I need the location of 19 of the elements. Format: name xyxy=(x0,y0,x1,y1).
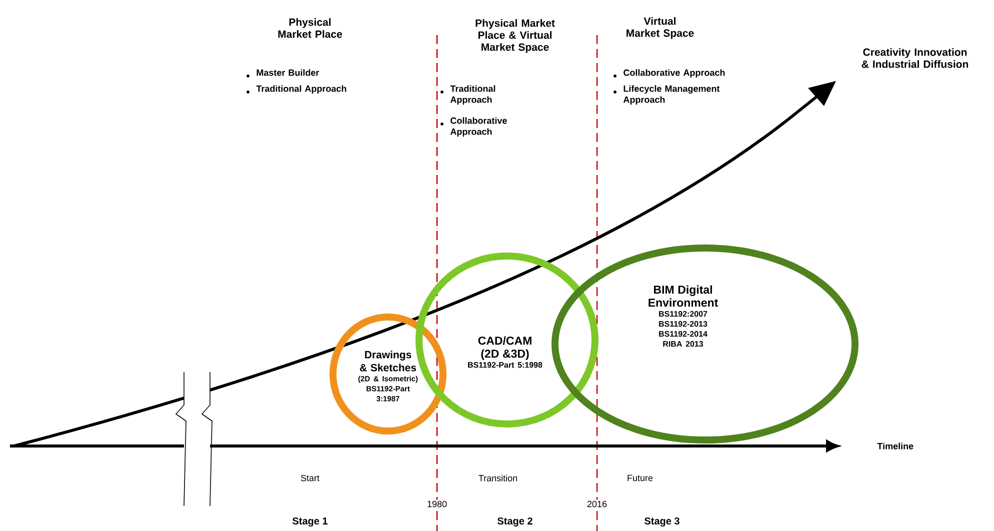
year-label: 2016 xyxy=(586,500,608,508)
bullet-text: Collaborative Approach xyxy=(624,69,725,78)
heading: Virtual Market Space xyxy=(626,17,694,39)
heading: Creativity Innovation & Industrial Diffusion xyxy=(862,48,968,68)
bullet-text: Traditional Approach xyxy=(256,85,346,94)
bullet-text: Master Builder xyxy=(256,69,320,76)
phase-label: Transition xyxy=(478,474,517,482)
bullet-text: Traditional Approach xyxy=(450,85,496,105)
stage-label: Stage 2 xyxy=(498,517,532,527)
heading: Physical Market Place xyxy=(278,18,342,38)
phase-label: Future xyxy=(628,474,653,482)
bullet-text: Lifecycle Management Approach xyxy=(623,85,720,105)
stage-label: Stage 1 xyxy=(292,517,328,527)
bullet-text: Collaborative Approach xyxy=(450,117,507,137)
year-label: 1980 xyxy=(426,500,448,508)
stage-label: Stage 3 xyxy=(644,517,680,527)
phase-label: Start xyxy=(300,474,320,482)
axis-label: Timeline xyxy=(877,442,914,450)
heading: Physical Market Place & Virtual Market Space xyxy=(476,19,555,53)
